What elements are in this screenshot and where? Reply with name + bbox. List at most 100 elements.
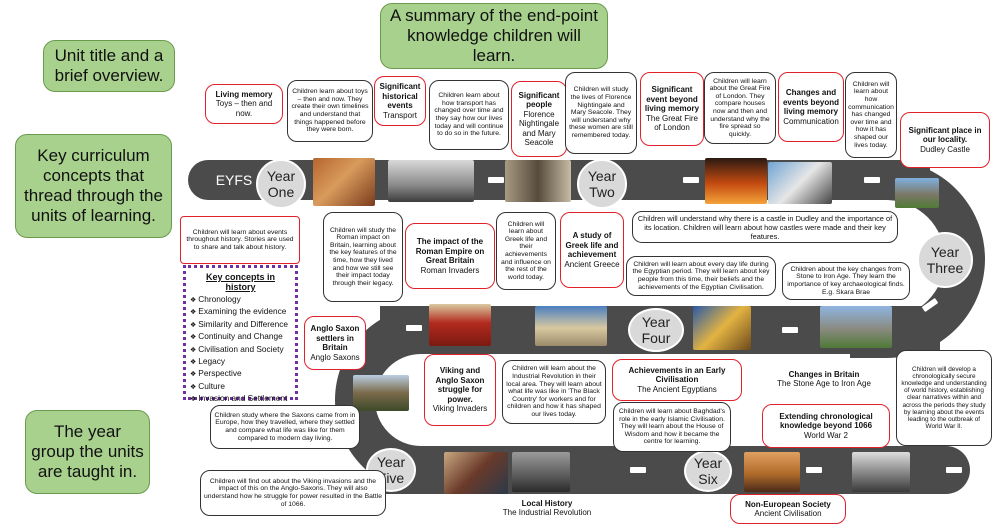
concept-label: Perspective bbox=[198, 368, 242, 379]
desc-stone: Children about the key changes from Ston… bbox=[782, 262, 910, 300]
concept-label: Invasion and Settlement bbox=[198, 393, 288, 404]
callout-key-concepts-text: Key curriculum concepts that thread thro… bbox=[24, 146, 163, 225]
concept-item: ❖Invasion and Settlement bbox=[190, 393, 291, 405]
desc-stone-text: Children about the key changes from Ston… bbox=[787, 265, 905, 296]
unit-stone-age-title: Changes in Britain bbox=[788, 369, 860, 379]
callout-key-concepts: Key curriculum concepts that thread thro… bbox=[15, 134, 172, 238]
road-dash bbox=[488, 177, 504, 183]
desc-fire: Children will learn about the Great Fire… bbox=[704, 72, 776, 144]
callout-unit-title-text: Unit title and a brief overview. bbox=[54, 46, 164, 85]
concept-label: Culture bbox=[198, 380, 226, 391]
key-concepts-list: ❖Chronology ❖Examining the evidence ❖Sim… bbox=[190, 294, 291, 406]
desc-viking-text: Children will find out about the Viking … bbox=[204, 477, 382, 508]
stage-year-six: Year Six bbox=[684, 450, 732, 492]
concept-label: Legacy bbox=[198, 356, 226, 367]
unit-greek-subtitle: Ancient Greece bbox=[564, 259, 620, 269]
desc-transport-text: Children learn about how transport has c… bbox=[434, 92, 504, 138]
diamond-bullet-icon: ❖ bbox=[190, 396, 197, 404]
unit-historical-events-title: Significant historical events bbox=[379, 82, 421, 110]
viking-battle-photo bbox=[444, 452, 508, 494]
callout-summary-text: A summary of the end-point knowledge chi… bbox=[390, 6, 598, 65]
stage-year-four: Year Four bbox=[628, 308, 684, 352]
unit-stone-age-subtitle: The Stone Age to Iron Age bbox=[777, 379, 871, 388]
diamond-bullet-icon: ❖ bbox=[190, 297, 197, 304]
toys-photo bbox=[313, 158, 375, 206]
key-concepts-heading: Key concepts in history bbox=[205, 272, 276, 292]
diamond-bullet-icon: ❖ bbox=[190, 309, 197, 317]
road-dash bbox=[683, 177, 699, 183]
stonehenge-photo bbox=[820, 306, 892, 348]
callout-unit-title: Unit title and a brief overview. bbox=[43, 40, 175, 92]
desc-egypt-text: Children will learn about every day life… bbox=[632, 260, 770, 291]
concept-label: Continuity and Change bbox=[198, 331, 283, 342]
unit-historical-events-subtitle: Transport bbox=[383, 110, 417, 120]
unit-locality-subtitle: Dudley Castle bbox=[920, 144, 970, 154]
unit-roman-subtitle: Roman Invaders bbox=[420, 265, 480, 275]
concept-item: ❖Examining the evidence bbox=[190, 306, 291, 318]
industrial-photo bbox=[512, 452, 570, 492]
desc-roman-text: Children will study the Roman impact on … bbox=[329, 226, 397, 287]
desc-communication-text: Children will learn about how communicat… bbox=[848, 80, 894, 149]
road-dash bbox=[406, 325, 422, 331]
concept-item: ❖Similarity and Difference bbox=[190, 319, 291, 331]
stage-year-two: Year Two bbox=[577, 159, 627, 209]
unit-roman: The impact of the Roman Empire on Great … bbox=[405, 223, 495, 289]
diamond-bullet-icon: ❖ bbox=[190, 371, 197, 379]
unit-roman-title: The impact of the Roman Empire on Great … bbox=[415, 237, 485, 265]
roman-soldiers-photo bbox=[429, 304, 491, 346]
unit-anglo-saxon-title: Anglo Saxon settlers in Britain bbox=[310, 324, 360, 352]
desc-nightingale: Children will study the lives of Florenc… bbox=[565, 72, 637, 154]
desc-nightingale-text: Children will study the lives of Florenc… bbox=[569, 86, 633, 139]
concept-item: ❖Civilisation and Society bbox=[190, 344, 291, 356]
communication-photo bbox=[768, 162, 832, 204]
unit-viking-title: Viking and Anglo Saxon struggle for powe… bbox=[435, 366, 485, 404]
unit-viking: Viking and Anglo Saxon struggle for powe… bbox=[424, 354, 496, 426]
desc-chrono-text: Children will develop a chronologically … bbox=[901, 365, 987, 431]
concept-item: ❖Continuity and Change bbox=[190, 331, 291, 343]
unit-ww2-title: Extending chronological knowledge beyond… bbox=[779, 411, 873, 431]
desc-industrial-text: Children will learn about the Industrial… bbox=[506, 365, 602, 418]
road-dash bbox=[946, 467, 962, 473]
parthenon-photo bbox=[535, 306, 607, 346]
stage-year-three: Year Three bbox=[917, 232, 973, 288]
desc-castle: Children will understand why there is a … bbox=[632, 211, 898, 243]
unit-local-history-subtitle: The Industrial Revolution bbox=[502, 508, 592, 517]
desc-eyfs-text: Children will learn about events through… bbox=[186, 228, 294, 251]
desc-greek: Children will learn about Greek life and… bbox=[496, 212, 556, 290]
stage-year-six-label: Year Six bbox=[693, 455, 723, 487]
unit-locality-title: Significant place in our locality. bbox=[908, 125, 982, 145]
unit-significant-people-title: Significant people bbox=[518, 90, 560, 110]
unit-changes-beyond-title: Changes and events beyond living memory bbox=[782, 88, 839, 116]
unit-non-european-subtitle: Ancient Civilisation bbox=[754, 509, 822, 518]
egyptian-photo bbox=[693, 306, 751, 350]
unit-living-memory-title: Living memory bbox=[215, 89, 273, 99]
concept-item: ❖Perspective bbox=[190, 368, 291, 380]
unit-ww2-subtitle: World War 2 bbox=[803, 430, 848, 440]
stage-year-four-label: Year Four bbox=[641, 314, 671, 346]
unit-great-fire-subtitle: The Great Fire of London bbox=[645, 113, 698, 133]
desc-eyfs: Children will learn about events through… bbox=[180, 216, 300, 264]
unit-egypt-subtitle: The Ancient Egyptians bbox=[637, 384, 717, 394]
desc-baghdad-text: Children will learn about Baghdad's role… bbox=[618, 408, 726, 446]
unit-egypt-title: Achievements in an Early Civilisation bbox=[628, 365, 726, 385]
saxon-hut-photo bbox=[353, 375, 409, 411]
dudley-castle-photo bbox=[895, 178, 939, 208]
desc-saxon-text: Children study where the Saxons came fro… bbox=[214, 411, 356, 442]
baghdad-photo bbox=[744, 452, 800, 492]
concept-item: ❖Chronology bbox=[190, 294, 291, 306]
desc-greek-text: Children will learn about Greek life and… bbox=[501, 220, 551, 281]
unit-viking-subtitle: Viking Invaders bbox=[432, 404, 488, 414]
unit-non-european-title: Non-European Society bbox=[745, 499, 831, 509]
diamond-bullet-icon: ❖ bbox=[190, 359, 197, 367]
diamond-bullet-icon: ❖ bbox=[190, 346, 197, 354]
desc-toys: Children learn about toys – then and now… bbox=[287, 80, 373, 142]
concept-label: Similarity and Difference bbox=[198, 318, 289, 329]
unit-changes-beyond-subtitle: Communication bbox=[783, 116, 839, 126]
stage-eyfs: EYFS bbox=[215, 172, 253, 188]
ww2-photo bbox=[852, 452, 910, 492]
